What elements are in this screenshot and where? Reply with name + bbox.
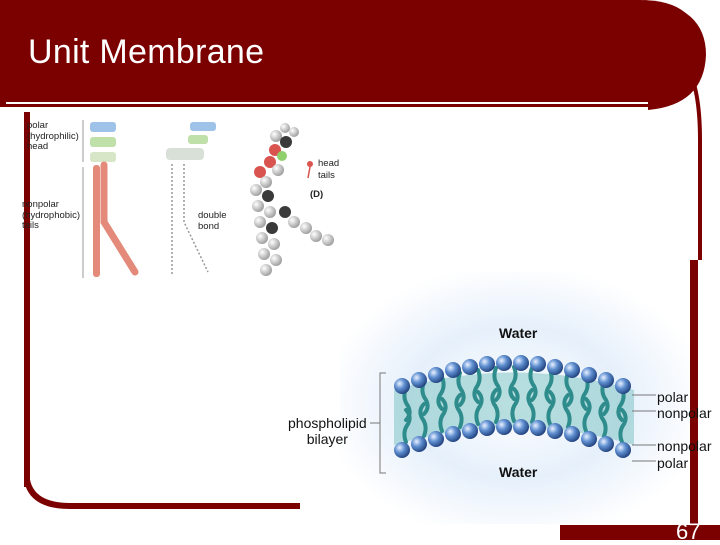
panel-label: (D) [310,189,324,200]
slide-title: Unit Membrane [28,33,265,71]
double-bond-label: double bond [198,210,227,232]
bilayer-figure [394,355,634,458]
polar-bottom-label: polar [657,455,689,471]
phospholipid-figure [82,120,334,278]
polar-head-label: polar (hydrophilic) head [27,120,79,153]
water-top-label: Water [499,325,538,341]
nonpolar-bottom-label: nonpolar [657,438,712,454]
water-bottom-label: Water [499,464,538,480]
page-number: 67 [676,519,701,544]
phospholipid-bilayer-label: phospholipid bilayer [288,415,367,447]
bilayer-annotations [370,372,656,474]
nonpolar-top-label: nonpolar [657,405,712,421]
legend-head-label: head [318,158,340,169]
polar-top-label: polar [657,389,689,405]
nonpolar-tails-label: nonpolar (hydrophobic) tails [22,199,81,232]
legend-tails-label: tails [318,170,335,181]
